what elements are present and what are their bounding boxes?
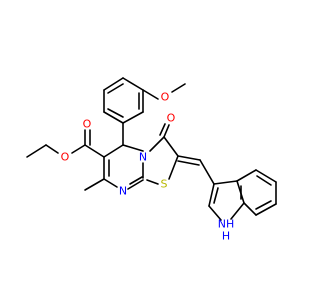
bond — [103, 77, 124, 91]
bond — [107, 108, 124, 118]
bond — [103, 178, 118, 188]
bond — [159, 123, 166, 136]
bond — [208, 205, 222, 221]
bond — [213, 187, 219, 204]
atom-label-sulfur: S — [161, 178, 168, 191]
bond — [146, 179, 159, 185]
atom-label-oxygen: O — [83, 118, 92, 131]
bond — [208, 183, 215, 207]
bond — [177, 155, 201, 161]
bonds — [26, 77, 277, 221]
bond — [171, 83, 186, 93]
bond — [45, 144, 59, 154]
atom-label-nitrogen: N — [139, 151, 147, 164]
bond — [163, 124, 170, 138]
bond — [103, 111, 124, 124]
bond — [71, 144, 86, 154]
bond — [213, 180, 238, 185]
bond — [142, 89, 159, 100]
bond — [255, 200, 272, 210]
atom-label-oxygen: O — [61, 151, 70, 164]
bond — [84, 144, 105, 158]
bond — [177, 160, 200, 166]
atom-label-hydrogen: H — [222, 230, 230, 243]
bond — [243, 202, 257, 216]
bond — [230, 202, 245, 220]
bond — [199, 159, 215, 185]
bond — [122, 111, 144, 124]
atom-label-nitrogen: NH — [218, 218, 235, 231]
molecule-diagram: O O O O N N S NH H — [26, 77, 277, 243]
atom-label-oxygen: O — [167, 112, 176, 125]
bond — [26, 144, 47, 158]
atom-labels: O O O O N N S NH H — [61, 91, 235, 243]
atom-label-nitrogen: N — [119, 185, 127, 198]
bond — [122, 77, 144, 91]
bond — [149, 136, 165, 152]
atom-label-oxygen: O — [161, 91, 170, 104]
bond — [163, 136, 179, 157]
bond — [255, 203, 277, 216]
bond — [103, 144, 124, 158]
bond — [255, 169, 277, 183]
bond — [127, 179, 144, 190]
bond — [122, 144, 144, 152]
bond — [236, 169, 257, 182]
bond — [256, 175, 272, 186]
bond — [84, 178, 105, 191]
bond — [107, 83, 124, 94]
bond — [168, 155, 179, 180]
bond — [129, 176, 143, 185]
